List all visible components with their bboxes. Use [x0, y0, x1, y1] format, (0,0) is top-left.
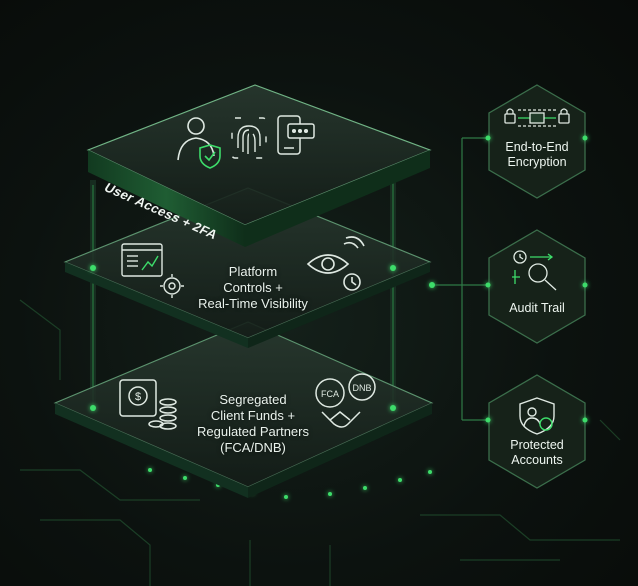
user-shield-icon — [177, 117, 221, 169]
feature-protected-label: Protected Accounts — [510, 438, 564, 467]
protected-accounts-icon — [519, 397, 555, 435]
svg-text:$: $ — [135, 391, 141, 403]
layer-middle-plate — [63, 187, 432, 348]
hex-nodes — [485, 135, 588, 423]
vault-coins-icon: $ — [119, 379, 177, 430]
feature-audit-label: Audit Trail — [509, 301, 565, 315]
circuit-traces — [19, 299, 621, 586]
dnb-badge-text: DNB — [352, 383, 371, 393]
feature-hex-encryption — [488, 84, 586, 199]
feature-hex-protected — [488, 374, 586, 489]
audit-trail-icon — [512, 250, 557, 291]
encryption-icon — [504, 108, 570, 127]
feature-hex-audit — [488, 229, 586, 344]
plate-nodes — [90, 265, 435, 411]
layer-bottom-label: Segregated Client Funds + Regulated Part… — [196, 392, 309, 455]
support-pillars — [90, 175, 396, 410]
dashboard-gear-icon — [121, 243, 184, 298]
eye-monitoring-icon — [306, 236, 365, 291]
layer-middle-label: Platform Controls + Real-Time Visibility — [198, 264, 308, 311]
feature-encryption-label: End-to-End Encryption — [505, 140, 569, 169]
fingerprint-icon — [231, 117, 267, 159]
regulator-handshake-icon — [315, 373, 376, 428]
feature-connectors — [435, 137, 488, 421]
layer-top-plate — [86, 84, 432, 247]
phone-otp-icon — [277, 115, 315, 155]
fca-badge-text: FCA — [321, 389, 339, 399]
layer-bottom-plate — [53, 321, 434, 498]
